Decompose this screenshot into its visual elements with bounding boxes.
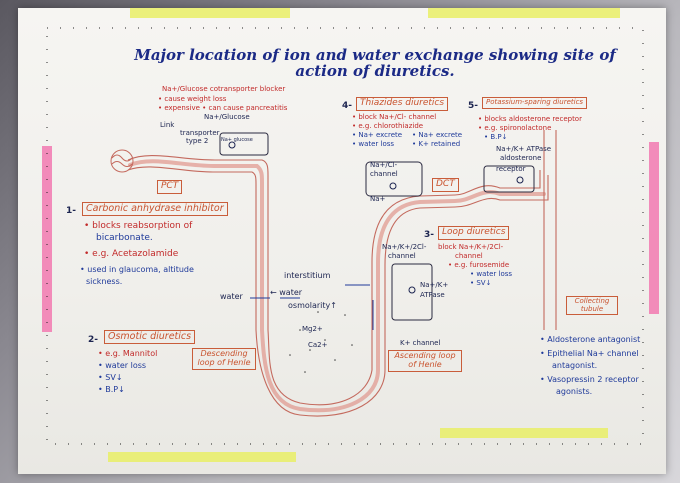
thiazides-number: 4- (342, 101, 352, 111)
loop-atpase: Na+/K+ (420, 281, 449, 289)
sglt2-transporter: transporter (180, 129, 220, 137)
thiazides-line5: • Na+ excrete (412, 131, 463, 139)
carbonic-heading: Carbonic anhydrase inhibitor (82, 202, 228, 217)
nkcc-label2: channel (388, 252, 416, 260)
osmotic-line3: • SV↓ (98, 373, 123, 382)
osmolarity: osmolarity↑ (288, 301, 337, 310)
thiazides-line4: • water loss (352, 140, 395, 148)
ksparing-aldosterone: aldosterone (500, 154, 542, 162)
ascending-loop-text: Ascending loop of Henle (394, 351, 456, 369)
descending-loop-text: Descending loop of Henle (197, 349, 251, 367)
loop-line4: • water loss (470, 270, 513, 278)
sglt2-type2: type 2 (186, 137, 209, 145)
ksparing-line3: • B.P↓ (484, 133, 508, 141)
interstitium-label: interstitium (284, 271, 331, 280)
dct-label: DCT (432, 178, 459, 192)
title-line1: Major location of ion and water exchange… (134, 46, 616, 64)
ksparing-line1: • blocks aldosterone receptor (478, 115, 582, 123)
loop-atpase2: ATPase (420, 291, 445, 299)
sglt2-pump-label: Na+ glucose (221, 137, 253, 143)
sglt2-line1: • cause weight loss (158, 95, 227, 103)
ca-ion: Ca2+ (308, 341, 328, 349)
osmotic-line4: • B.P↓ (98, 385, 125, 394)
nkcc-label: Na+/K+/2Cl- (382, 243, 427, 251)
sglt2-heading: Na+/Glucose cotransporter blocker (162, 85, 286, 93)
osmotic-number: 2- (88, 335, 98, 345)
loop-line5: • SV↓ (470, 279, 492, 287)
poster-paper (18, 8, 666, 474)
carbonic-line2: bicarbonate. (96, 233, 153, 243)
tape-bottom-right (440, 428, 608, 438)
collecting-tubule-text: Collecting tubule (574, 297, 610, 313)
tape-left-pink (42, 146, 52, 332)
glomerulus (110, 149, 134, 173)
sglt2-link: Link (160, 121, 175, 129)
ksparing-heading: Potassium-sparing diuretics (482, 97, 588, 109)
thiazides-line6: • K+ retained (412, 140, 461, 148)
carbonic-line4: • used in glaucoma, altitude (80, 265, 194, 274)
thiazides-line2: • e.g. chlorothiazide (352, 122, 424, 130)
thiazide-channel2: channel (370, 170, 398, 178)
descending-loop-label: Descending loop of Henle (192, 348, 256, 370)
ksparing-number: 5- (468, 101, 478, 111)
pct-label: PCT (157, 180, 183, 194)
mg-ion: Mg2+ (302, 325, 323, 333)
sglt2-line2: • expensive • can cause pancreatitis (158, 104, 288, 112)
ascending-loop-label: Ascending loop of Henle (388, 350, 462, 372)
tape-top-left (130, 8, 290, 18)
sglt2-na-glucose: Na+/Glucose (204, 113, 250, 121)
collecting-line1: • Aldosterone antagonist (540, 335, 641, 344)
thiazide-na: Na+ (370, 195, 386, 203)
osmotic-heading: Osmotic diuretics (104, 330, 196, 345)
loop-line2: channel (455, 252, 483, 260)
carbonic-line5: sickness. (86, 277, 123, 286)
thiazides-line3: • Na+ excrete (352, 131, 403, 139)
loop-line3: • e.g. furosemide (448, 261, 510, 269)
osmotic-line1: • e.g. Mannitol (98, 349, 158, 358)
tape-top-right (428, 8, 620, 18)
ksparing-receptor: receptor (496, 165, 526, 173)
collecting-duct (543, 130, 557, 330)
thiazide-channel: Na+/Cl- (370, 161, 398, 169)
collecting-line3: antagonist. (552, 361, 598, 370)
collecting-line5: agonists. (556, 387, 593, 396)
tape-bottom-left (108, 452, 296, 462)
thiazides-line1: • block Na+/Cl- channel (352, 113, 437, 121)
carbonic-line1: • blocks reabsorption of (84, 221, 193, 231)
carbonic-line3: • e.g. Acetazolamide (84, 249, 179, 259)
loop-heading: Loop diuretics (438, 226, 510, 240)
osmotic-line2: • water loss (98, 361, 147, 370)
thiazides-heading: Thiazides diuretics (356, 97, 449, 111)
collecting-line2: • Epithelial Na+ channel (540, 349, 639, 358)
ksparing-atpase: Na+/K+ ATPase (496, 145, 552, 153)
water-left: water (220, 292, 243, 301)
loop-number: 3- (424, 230, 434, 240)
carbonic-number: 1- (66, 206, 76, 216)
title-line2: action of diuretics. (295, 61, 455, 80)
collecting-line4: • Vasopressin 2 receptor (540, 375, 639, 384)
tubule-outline (127, 155, 549, 417)
loop-line1: block Na+/K+/2Cl- (438, 243, 504, 251)
collecting-tubule-label: Collecting tubule (566, 296, 618, 316)
tape-right-pink (649, 142, 659, 314)
k-channel: K+ channel (400, 339, 441, 347)
water-right: ← water (270, 288, 303, 297)
page-title: Major location of ion and water exchange… (130, 46, 620, 80)
ksparing-line2: • e.g. spironolactone (478, 124, 552, 132)
